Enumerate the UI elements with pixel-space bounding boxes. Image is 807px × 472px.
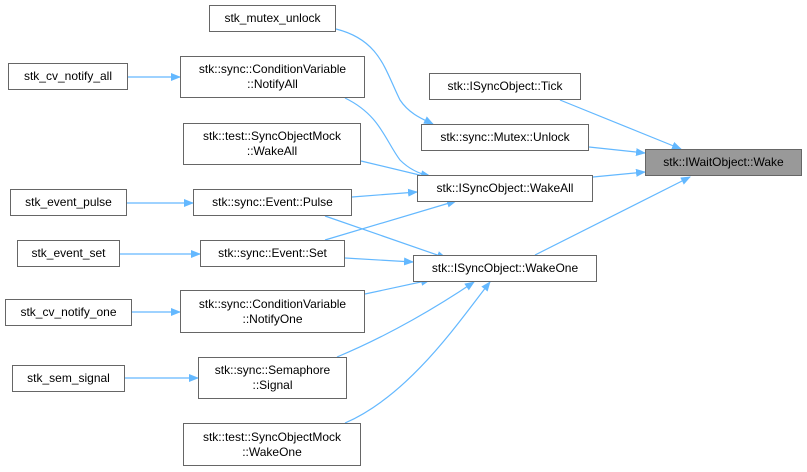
- node-label: stk::IWaitObject::Wake: [663, 155, 784, 169]
- node-stk-sem-signal[interactable]: stk_sem_signal: [12, 365, 125, 392]
- node-label: stk::sync::Mutex::Unlock: [440, 130, 570, 144]
- node-isyncobject-tick[interactable]: stk::ISyncObject::Tick: [429, 73, 581, 100]
- node-event-set[interactable]: stk::sync::Event::Set: [200, 240, 345, 267]
- node-label: stk::ISyncObject::Tick: [447, 79, 563, 93]
- edge-pulse-to-wakeone: [324, 215, 447, 259]
- node-label: stk_cv_notify_one: [20, 305, 117, 319]
- node-label-line1: stk::sync::ConditionVariable: [198, 62, 347, 76]
- node-stk-event-pulse[interactable]: stk_event_pulse: [10, 189, 127, 216]
- node-label-line2: ::WakeAll: [246, 144, 298, 158]
- node-mutex-unlock[interactable]: stk::sync::Mutex::Unlock: [421, 124, 589, 151]
- node-isyncobject-wakeone[interactable]: stk::ISyncObject::WakeOne: [413, 255, 597, 282]
- edge-mock-wakeone-to-wakeone: [344, 281, 491, 424]
- node-label-line1: stk::test::SyncObjectMock: [202, 129, 342, 143]
- edge-pulse-to-wakeall: [351, 188, 418, 198]
- node-stk-mutex-unlock[interactable]: stk_mutex_unlock: [209, 5, 336, 32]
- node-mock-wakeone[interactable]: stk::test::SyncObjectMock::WakeOne: [183, 423, 361, 466]
- node-mock-wakeall[interactable]: stk::test::SyncObjectMock::WakeAll: [183, 123, 361, 165]
- edge-semaphore-signal-to-wakeone: [336, 281, 475, 358]
- edge-stk-mutex-unlock-to-mutex-unlock: [335, 28, 434, 125]
- node-event-pulse[interactable]: stk::sync::Event::Pulse: [193, 189, 352, 216]
- node-label: stk_sem_signal: [27, 371, 110, 385]
- edge-tick-to-wake: [559, 99, 682, 150]
- node-cv-notifyall[interactable]: stk::sync::ConditionVariable::NotifyAll: [180, 56, 365, 98]
- node-label-line2: ::NotifyOne: [242, 311, 303, 326]
- node-label-line1: stk::test::SyncObjectMock: [202, 429, 342, 444]
- node-cv-notifyone[interactable]: stk::sync::ConditionVariable::NotifyOne: [180, 290, 365, 333]
- node-stk-cv-notify-all[interactable]: stk_cv_notify_all: [8, 63, 128, 90]
- node-label: stk::sync::Event::Set: [218, 246, 327, 260]
- edge-set-to-wakeone: [344, 257, 414, 266]
- node-semaphore-signal[interactable]: stk::sync::Semaphore::Signal: [198, 357, 347, 399]
- node-label: stk_event_set: [31, 246, 106, 260]
- node-label: stk::sync::Event::Pulse: [212, 195, 333, 209]
- node-label: stk_event_pulse: [25, 195, 112, 209]
- node-label-line2: ::WakeOne: [242, 444, 302, 459]
- node-stk-event-set[interactable]: stk_event_set: [17, 240, 120, 267]
- edge-wakeall-to-wake: [592, 168, 646, 178]
- node-label-line2: ::Signal: [252, 378, 293, 392]
- edge-mutex-unlock-to-wake: [588, 146, 646, 157]
- node-label: stk::ISyncObject::WakeOne: [431, 261, 579, 275]
- node-label: stk::ISyncObject::WakeAll: [436, 181, 574, 195]
- node-stk-cv-notify-one[interactable]: stk_cv_notify_one: [5, 299, 132, 326]
- node-isyncobject-wakeall[interactable]: stk::ISyncObject::WakeAll: [417, 175, 593, 202]
- edge-wakeone-to-wake: [534, 176, 691, 256]
- node-label-line1: stk::sync::ConditionVariable: [198, 296, 347, 311]
- edge-notifyone-to-wakeone: [364, 277, 431, 295]
- edge-set-to-wakeall: [324, 199, 457, 241]
- node-label-line1: stk::sync::Semaphore: [214, 363, 331, 377]
- node-label-line2: ::NotifyAll: [247, 77, 298, 91]
- node-label: stk_cv_notify_all: [23, 69, 113, 83]
- node-iwaitobject-wake[interactable]: stk::IWaitObject::Wake: [645, 149, 802, 176]
- edge-notifyall-to-wakeall: [344, 97, 431, 179]
- node-label: stk_mutex_unlock: [224, 11, 321, 25]
